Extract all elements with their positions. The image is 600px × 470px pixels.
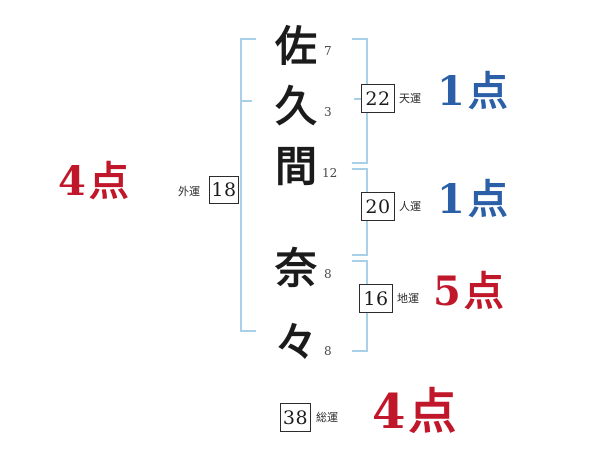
outer-fortune-score: 4点 [58,158,132,205]
jinun-score: 1点 [437,176,511,223]
name-char-3-strokes: 12 [322,166,338,180]
chiun-value: 16 [359,284,393,313]
total-value: 38 [280,403,311,432]
outer-fortune-value: 18 [209,176,239,204]
tenun-score: 1点 [437,68,511,115]
chiun-label: 地運 [397,292,419,305]
outer-fortune-label: 外運 [178,185,200,198]
jinun-value: 20 [361,192,395,221]
name-char-5: 々 [274,318,317,367]
name-char-4: 奈 [274,244,317,293]
tenun-label: 天運 [399,92,421,105]
total-score: 4点 [372,384,460,440]
outer-bracket-tick [240,100,252,102]
group-bracket-tenun-tick [354,98,366,100]
tenun-value: 22 [361,84,395,113]
name-char-2-strokes: 3 [324,105,332,119]
name-char-2: 久 [274,82,317,131]
name-char-4-strokes: 8 [324,267,332,281]
name-char-5-strokes: 8 [324,344,332,358]
outer-bracket-left [240,38,256,332]
chiun-score: 5点 [433,268,507,315]
jinun-label: 人運 [399,200,421,213]
name-char-1: 佐 [274,22,317,71]
name-char-1-strokes: 7 [324,44,332,58]
total-label: 総運 [316,411,338,424]
name-char-3: 間 [274,142,317,191]
